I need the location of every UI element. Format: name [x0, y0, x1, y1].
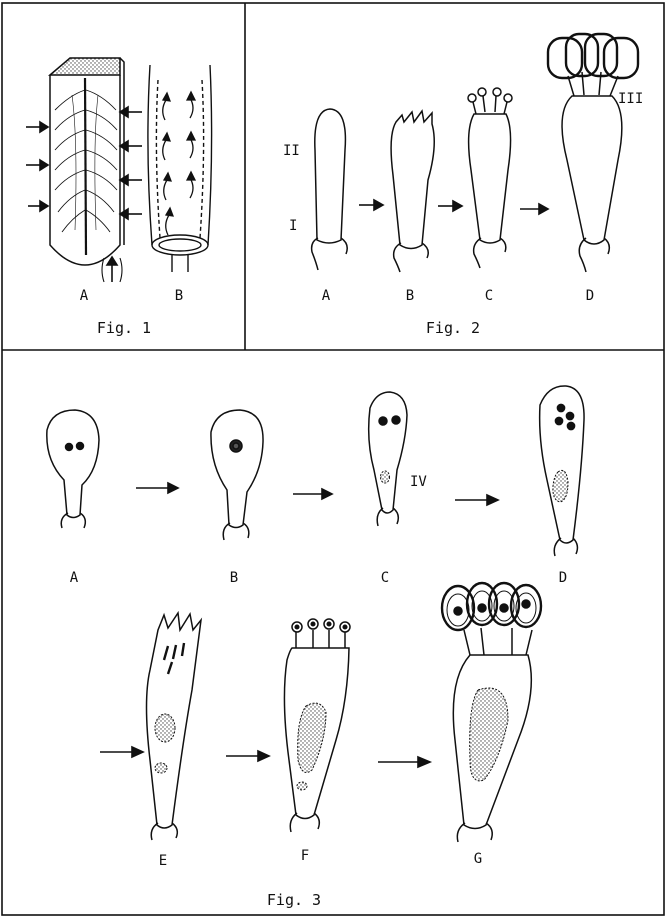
fig1-tube-arrows: [163, 92, 195, 235]
fig2-panel: II I III A B C D Fig. 2: [283, 34, 643, 337]
fig3-basidium-d: [540, 386, 584, 556]
fig3-basidium-c: [369, 392, 407, 526]
fig3-basidium-a: [47, 410, 99, 528]
fig1-tube: [148, 65, 212, 272]
fig2-annotation-ii: II: [283, 143, 300, 159]
fig2-basidium-a: [312, 109, 348, 270]
fig3-basidium-b: [211, 410, 263, 540]
fig2-label-c: C: [485, 288, 493, 304]
fig3-annotation-iv: IV: [410, 474, 427, 490]
fig1-label-a: A: [80, 288, 89, 304]
fig3-basidium-e: [147, 613, 202, 840]
fig2-basidium-c: [468, 88, 512, 268]
fig1-panel: A B Fig. 1: [26, 58, 212, 337]
fig2-caption: Fig. 2: [426, 319, 480, 337]
fig3-label-b: B: [230, 570, 238, 586]
fig3-arrows-row1: [136, 483, 498, 505]
fig3-panel: IV A B C D E F G Fig. 3: [47, 386, 584, 909]
fig2-label-b: B: [406, 288, 414, 304]
plate-frame: [2, 3, 664, 915]
fig2-label-a: A: [322, 288, 331, 304]
fig2-label-d: D: [586, 288, 594, 304]
fig2-annotation-i: I: [289, 218, 297, 234]
fig3-label-f: F: [301, 848, 309, 864]
fig2-basidium-b: [391, 111, 434, 272]
fig3-label-d: D: [559, 570, 567, 586]
fig2-annotation-iii: III: [618, 91, 643, 107]
fig3-basidium-g: [442, 583, 541, 842]
fig1-label-b: B: [175, 288, 183, 304]
fig3-label-e: E: [159, 853, 167, 869]
fig1-arrows-in: [26, 122, 122, 282]
fig3-basidium-f: [284, 619, 350, 832]
fig2-arrows: [359, 200, 548, 214]
fig1-caption: Fig. 1: [97, 319, 151, 337]
fig2-basidium-d: [548, 34, 638, 272]
fig1-gill-block: [50, 58, 124, 265]
fig3-label-g: G: [474, 851, 482, 867]
fig3-label-a: A: [70, 570, 79, 586]
fig3-label-c: C: [381, 570, 389, 586]
fig3-caption: Fig. 3: [267, 891, 321, 909]
